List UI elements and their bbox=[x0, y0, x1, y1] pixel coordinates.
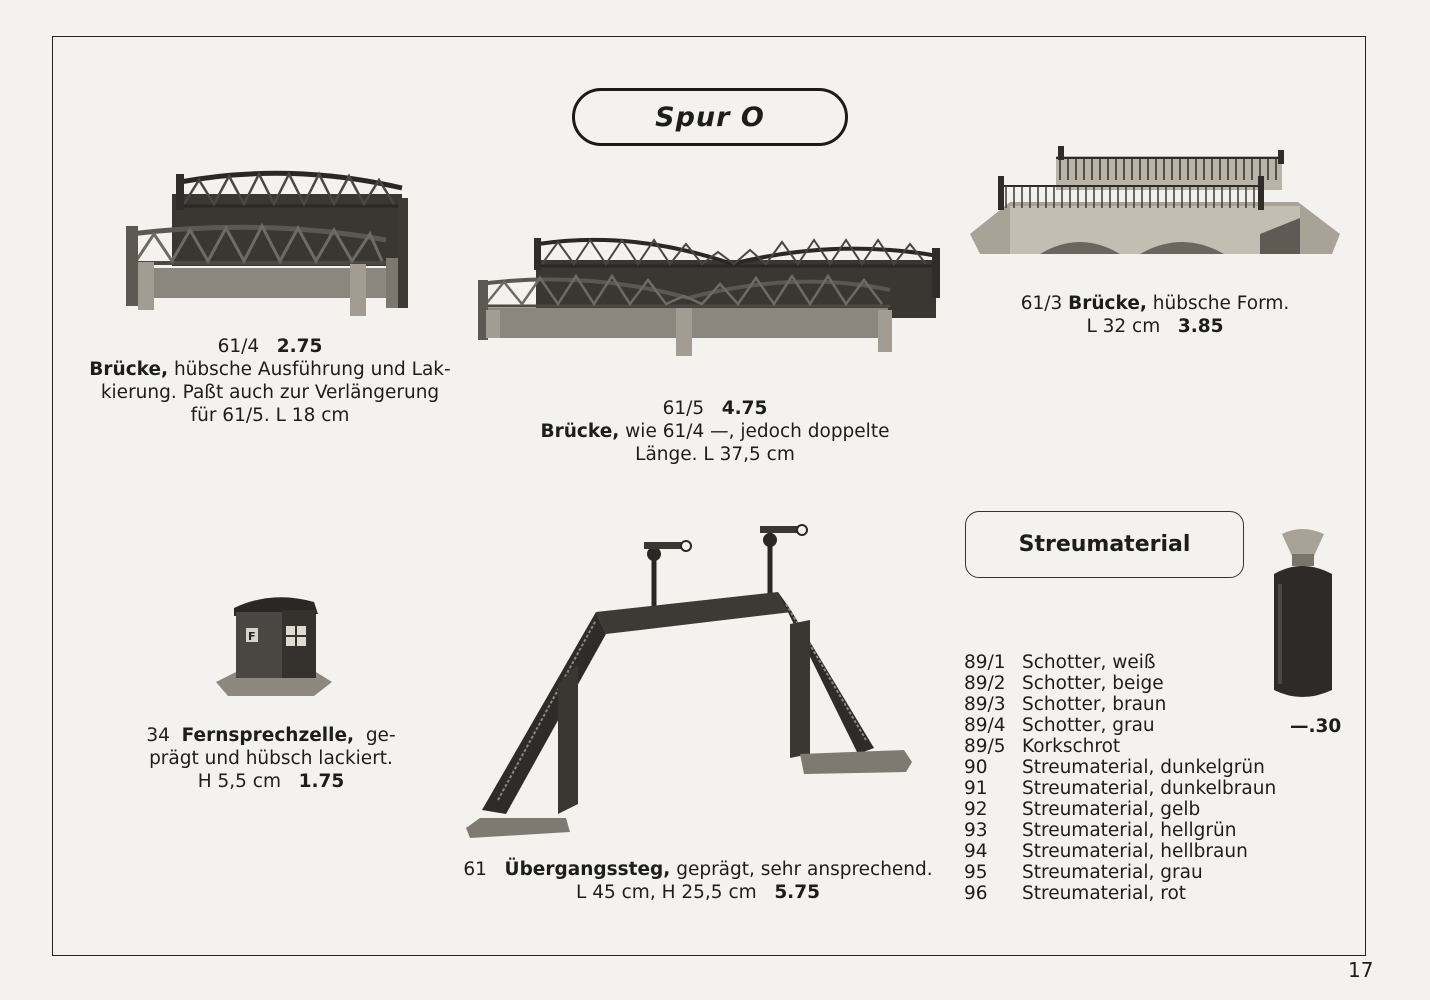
item-label: Streumaterial, dunkelbraun bbox=[1022, 778, 1277, 799]
list-item: 90 Streumaterial, dunkelgrün bbox=[964, 757, 1276, 778]
item-name: Brücke, bbox=[540, 421, 620, 442]
item-number: 89/3 bbox=[964, 694, 1006, 715]
item-description: geprägt, sehr ansprechend. bbox=[676, 859, 933, 880]
item-description: ge- bbox=[365, 725, 396, 746]
item-name: Brücke, bbox=[1068, 293, 1147, 314]
list-item: 89/3 Schotter, braun bbox=[964, 694, 1276, 715]
item-name: Fernsprechzelle, bbox=[181, 725, 355, 746]
bridge-61-4-caption: 61/4 2.75 Brücke, hübsche Ausführung und… bbox=[60, 335, 480, 427]
item-label: Korkschrot bbox=[1022, 736, 1121, 757]
streumaterial-price: —.30 bbox=[1290, 716, 1342, 737]
item-number: 61/3 bbox=[1020, 293, 1063, 314]
item-number: 61/5 bbox=[662, 398, 705, 419]
list-item: 94 Streumaterial, hellbraun bbox=[964, 841, 1276, 862]
phone-booth-caption: 34 Fernsprechzelle, ge- prägt und hübsch… bbox=[96, 724, 446, 793]
page-number: 17 bbox=[1348, 958, 1374, 982]
item-label: Schotter, braun bbox=[1022, 694, 1167, 715]
item-number: 89/1 bbox=[964, 652, 1006, 673]
footbridge-illustration bbox=[466, 524, 912, 838]
footbridge-caption: 61 Übergangssteg, geprägt, sehr ansprech… bbox=[448, 858, 948, 904]
material-bag-illustration bbox=[1274, 529, 1332, 697]
item-number: 96 bbox=[964, 883, 988, 904]
item-description: prägt und hübsch lackiert. bbox=[149, 748, 393, 769]
list-item: 96 Streumaterial, rot bbox=[964, 883, 1276, 904]
item-label: Schotter, weiß bbox=[1022, 652, 1156, 673]
bridge-61-5-illustration bbox=[478, 237, 940, 356]
item-number: 92 bbox=[964, 799, 988, 820]
item-description: hübsche Ausführung und Lak- bbox=[173, 359, 451, 380]
item-price: 1.75 bbox=[298, 771, 345, 792]
section-heading-streumaterial: Streumaterial bbox=[965, 511, 1244, 578]
item-number: 89/2 bbox=[964, 673, 1006, 694]
item-number: 90 bbox=[964, 757, 988, 778]
bridge-61-3-caption: 61/3 Brücke, hübsche Form. L 32 cm 3.85 bbox=[980, 292, 1330, 338]
item-description: Länge. L 37,5 cm bbox=[635, 444, 795, 465]
svg-text:F: F bbox=[248, 630, 256, 643]
list-item: 91 Streumaterial, dunkelbraun bbox=[964, 778, 1276, 799]
list-item: 93 Streumaterial, hellgrün bbox=[964, 820, 1276, 841]
bridge-61-4-illustration bbox=[126, 170, 408, 316]
list-item: 89/5 Korkschrot bbox=[964, 736, 1276, 757]
item-number: 95 bbox=[964, 862, 988, 883]
item-number: 89/4 bbox=[964, 715, 1006, 736]
item-label: Schotter, beige bbox=[1022, 673, 1164, 694]
item-name: Brücke, bbox=[89, 359, 169, 380]
phone-booth-illustration: F bbox=[216, 597, 332, 696]
item-number: 61 bbox=[463, 859, 487, 880]
list-item: 92 Streumaterial, gelb bbox=[964, 799, 1276, 820]
item-description: hübsche Form. bbox=[1152, 293, 1290, 314]
item-label: Streumaterial, rot bbox=[1022, 883, 1187, 904]
page-title: Spur O bbox=[572, 88, 848, 146]
item-description: kierung. Paßt auch zur Verlängerung bbox=[100, 382, 440, 403]
bridge-61-3-illustration bbox=[970, 146, 1340, 254]
streumaterial-list: 89/1 Schotter, weiß 89/2 Schotter, beige 8… bbox=[964, 652, 1276, 904]
list-item: 89/1 Schotter, weiß bbox=[964, 652, 1276, 673]
item-price: 3.85 bbox=[1177, 316, 1224, 337]
item-number: 61/4 bbox=[217, 336, 260, 357]
item-label: Streumaterial, grau bbox=[1022, 862, 1203, 883]
page-frame bbox=[52, 36, 1366, 956]
item-label: Schotter, grau bbox=[1022, 715, 1155, 736]
item-label: Streumaterial, hellbraun bbox=[1022, 841, 1248, 862]
item-price: 5.75 bbox=[774, 882, 820, 903]
item-number: 89/5 bbox=[964, 736, 1006, 757]
item-number: 93 bbox=[964, 820, 988, 841]
list-item: 95 Streumaterial, grau bbox=[964, 862, 1276, 883]
list-item: 89/2 Schotter, beige bbox=[964, 673, 1276, 694]
item-description: für 61/5. L 18 cm bbox=[190, 405, 350, 426]
bridge-61-5-caption: 61/5 4.75 Brücke, wie 61/4 —, jedoch dop… bbox=[500, 397, 930, 466]
item-length: L 32 cm bbox=[1086, 316, 1161, 337]
list-item: 89/4 Schotter, grau bbox=[964, 715, 1276, 736]
item-number: 91 bbox=[964, 778, 988, 799]
item-label: Streumaterial, hellgrün bbox=[1022, 820, 1237, 841]
item-price: 4.75 bbox=[721, 398, 768, 419]
item-price: 2.75 bbox=[276, 336, 323, 357]
item-label: Streumaterial, dunkelgrün bbox=[1022, 757, 1265, 778]
item-number: 34 bbox=[146, 725, 170, 746]
item-label: Streumaterial, gelb bbox=[1022, 799, 1201, 820]
item-dimensions: L 45 cm, H 25,5 cm bbox=[576, 882, 757, 903]
item-name: Übergangssteg, bbox=[504, 859, 671, 880]
item-height: H 5,5 cm bbox=[197, 771, 281, 792]
item-description: wie 61/4 —, jedoch doppelte bbox=[625, 421, 890, 442]
item-number: 94 bbox=[964, 841, 988, 862]
